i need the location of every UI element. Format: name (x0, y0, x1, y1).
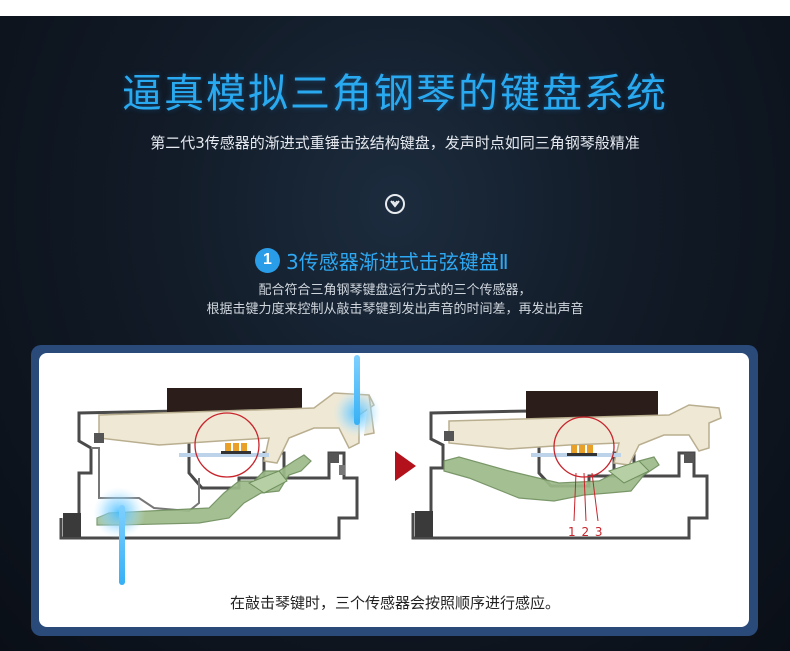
sensor-highlight-circle (194, 412, 260, 478)
diagram-caption: 在敲击琴键时，三个传感器会按照顺序进行感应。 (229, 594, 560, 612)
sensor-numbers-label: 1 2 3 (568, 525, 604, 539)
chevron-down-circle-icon[interactable] (385, 194, 405, 214)
play-arrow-icon (395, 451, 416, 481)
sensor-beam-bottom (119, 505, 125, 585)
sensor-beam-top (354, 355, 360, 425)
sensor-3 (241, 443, 247, 451)
section-number-badge: 1 (255, 247, 280, 273)
page-title: 逼真模拟三角钢琴的键盘系统 (122, 71, 668, 117)
section-title: 3传感器渐进式击弦键盘Ⅱ (286, 249, 509, 274)
description-line-2: 根据击键力度来控制从敲击琴键到发出声音的时间差，再发出声音 (206, 302, 584, 317)
keyboard-mechanism-diagram (59, 388, 722, 540)
page-subtitle: 第二代3传感器的渐进式重锤击弦结构键盘，发声时点如同三角钢琴般精准 (150, 134, 640, 152)
sensor-1 (225, 443, 231, 451)
sensor-2 (233, 443, 239, 451)
section-heading: 1 3传感器渐进式击弦键盘Ⅱ (255, 247, 509, 274)
mechanism-pressed (59, 388, 381, 540)
diagram-panel: 1 2 3 (39, 353, 749, 627)
section-description: 配合符合三角钢琴键盘运行方式的三个传感器， 根据击键力度来控制从敲击琴键到发出声… (0, 281, 790, 319)
mechanism-rest (411, 391, 722, 540)
description-line-1: 配合符合三角钢琴键盘运行方式的三个传感器， (258, 283, 532, 298)
